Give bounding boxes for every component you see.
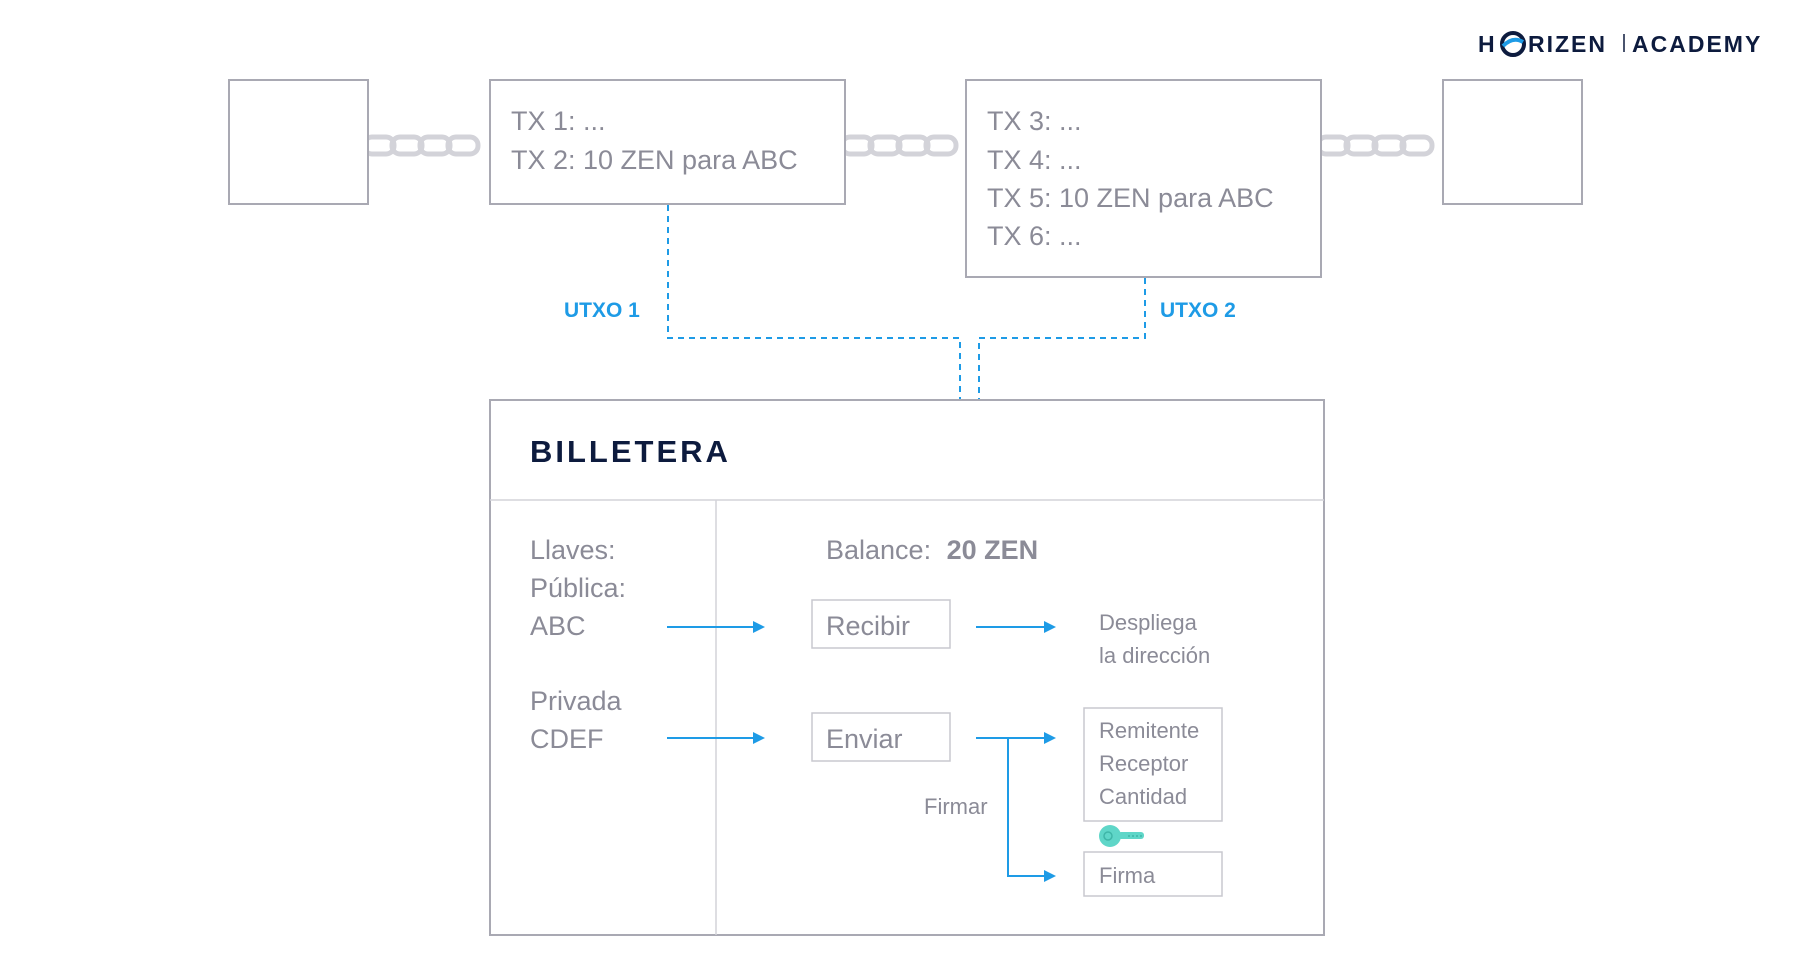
private-key-label: Privada [530, 686, 623, 716]
keys-label: Llaves: [530, 535, 616, 565]
horizen-o-icon [1500, 31, 1526, 57]
balance-value: 20 ZEN [947, 535, 1039, 565]
private-key-arrowhead [753, 732, 765, 744]
private-key-value: CDEF [530, 724, 604, 754]
block-3-tx-3: TX 3: ... [987, 106, 1082, 136]
block-2-frame [489, 79, 846, 205]
send-button[interactable]: Enviar [811, 712, 951, 762]
chain-link-2 [839, 134, 959, 157]
block-3: TX 3: ... TX 4: ... TX 5: 10 ZEN para AB… [965, 79, 1322, 278]
signature-label: Firma [1099, 863, 1156, 888]
chain-link-1 [361, 134, 481, 157]
key-icon [1099, 825, 1144, 847]
wallet-frame [489, 399, 1325, 936]
chain-links [361, 134, 1435, 157]
signature-frame [1083, 851, 1223, 897]
send-button-label: Enviar [826, 724, 903, 754]
balance-label: Balance: [826, 535, 931, 565]
receive-button-label: Recibir [826, 611, 910, 641]
wallet-title: BILLETERA [530, 434, 731, 469]
amount-field: Cantidad [1099, 784, 1187, 809]
transaction-fields-frame [1083, 707, 1223, 822]
chain-link-3 [1315, 134, 1435, 157]
sign-label: Firmar [924, 794, 988, 819]
sign-arrow [1007, 738, 1046, 877]
display-address-line-1: Despliega [1099, 610, 1198, 635]
logo-academy: ACADEMY [1632, 31, 1762, 57]
logo-rizen: RIZEN [1528, 31, 1607, 57]
receive-arrowhead [1044, 621, 1056, 633]
logo-h: H [1478, 31, 1497, 57]
receive-button[interactable]: Recibir [811, 599, 951, 649]
public-key-label: Pública: [530, 573, 626, 603]
send-button-frame[interactable] [811, 712, 951, 762]
public-key-value: ABC [530, 611, 586, 641]
receiver-field: Receptor [1099, 751, 1188, 776]
transaction-fields: Remitente Receptor Cantidad [1083, 707, 1223, 822]
balance-line: Balance: 20 ZEN [826, 535, 1038, 565]
utxo-1-label: UTXO 1 [564, 299, 640, 322]
block-3-frame [965, 79, 1322, 278]
block-4 [1442, 79, 1583, 205]
send-arrowhead [1044, 732, 1056, 744]
wallet-panel: BILLETERA Llaves: Pública: ABC Privada C… [489, 399, 1325, 936]
block-2-tx-1: TX 1: ... [511, 106, 606, 136]
signature-box: Firma [1083, 851, 1223, 897]
sender-field: Remitente [1099, 718, 1199, 743]
block-3-tx-4: TX 4: ... [987, 145, 1082, 175]
public-key-arrowhead [753, 621, 765, 633]
display-address-line-2: la dirección [1099, 643, 1210, 668]
block-3-tx-6: TX 6: ... [987, 221, 1082, 251]
sign-arrowhead [1044, 870, 1056, 882]
block-2-tx-2: TX 2: 10 ZEN para ABC [511, 145, 798, 175]
block-1 [228, 79, 369, 205]
block-2: TX 1: ... TX 2: 10 ZEN para ABC [489, 79, 846, 205]
utxo-2-label: UTXO 2 [1160, 299, 1236, 322]
receive-button-frame[interactable] [811, 599, 951, 649]
horizen-academy-logo: H RIZEN ACADEMY [1478, 31, 1762, 57]
block-3-tx-5: TX 5: 10 ZEN para ABC [987, 183, 1274, 213]
